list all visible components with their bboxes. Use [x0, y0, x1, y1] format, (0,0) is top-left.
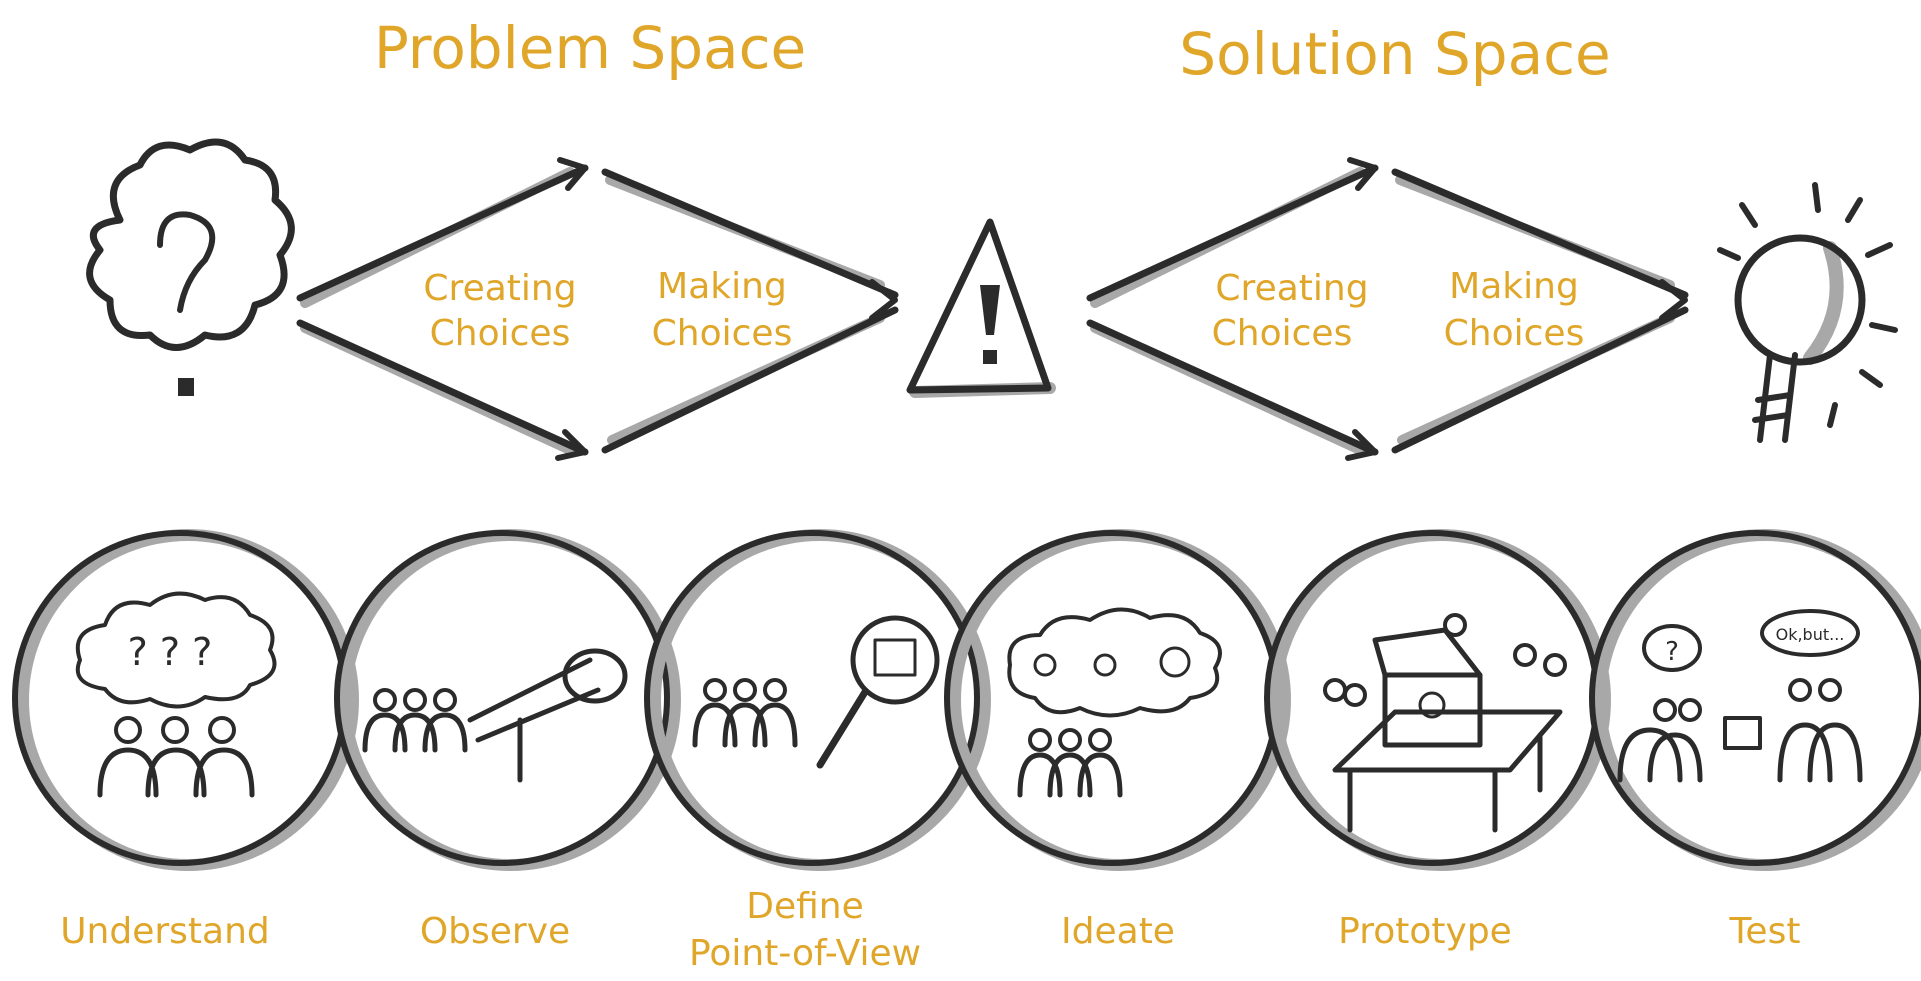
test-question-mark: ?	[1665, 637, 1679, 667]
solution-creating-choices-label: Creating Choices	[1212, 268, 1369, 354]
choices-line-2: Choices	[430, 313, 571, 354]
user-test-icon: ? Ok,but...	[1617, 609, 1863, 783]
problem-space-title: Problem Space	[374, 14, 806, 82]
creating-line-1: Creating	[1215, 268, 1368, 309]
choices-line-2: Choices	[652, 313, 793, 354]
making-line-1: Making	[657, 266, 787, 307]
magnifier-group-icon	[692, 615, 940, 769]
telescope-group-icon	[362, 648, 628, 783]
phase-understand: ? ? ?	[12, 529, 359, 871]
solution-space-title: Solution Space	[1179, 20, 1610, 88]
choices-line-2: Choices	[1444, 313, 1585, 354]
phase-ideate	[944, 529, 1291, 871]
prototype-table-icon	[1323, 613, 1567, 833]
confused-group-icon: ? ? ?	[75, 591, 277, 798]
ideas-group-icon	[1007, 607, 1222, 798]
phase-label-understand: Understand	[60, 911, 270, 952]
solution-space-arrows	[1086, 157, 1689, 461]
test-speech-text: Ok,but...	[1776, 625, 1845, 644]
creating-line-1: Creating	[423, 268, 576, 309]
problem-making-choices-label: Making Choices	[652, 266, 793, 354]
phase-circles: ? ? ?	[12, 529, 1921, 871]
warning-triangle-icon	[906, 218, 1056, 398]
light-bulb-icon	[1717, 182, 1898, 443]
phase-label-test: Test	[1729, 911, 1801, 952]
phase-label-ideate: Ideate	[1061, 911, 1175, 952]
choices-line-2: Choices	[1212, 313, 1353, 354]
problem-space-arrows	[296, 157, 899, 461]
phase-label-define: Define	[746, 886, 864, 927]
phase-label-point-of-view: Point-of-View	[689, 933, 921, 974]
phase-test: ? Ok,but...	[1589, 529, 1921, 871]
problem-creating-choices-label: Creating Choices	[423, 268, 576, 354]
making-line-1: Making	[1449, 266, 1579, 307]
phase-prototype	[1264, 529, 1611, 871]
phase-label-prototype: Prototype	[1338, 911, 1512, 952]
understand-question-marks: ? ? ?	[128, 630, 213, 674]
question-cloud-icon	[86, 138, 295, 396]
phase-observe	[334, 529, 681, 871]
phase-label-observe: Observe	[420, 911, 570, 952]
solution-making-choices-label: Making Choices	[1444, 266, 1585, 354]
phase-define-point-of-view	[644, 529, 991, 871]
